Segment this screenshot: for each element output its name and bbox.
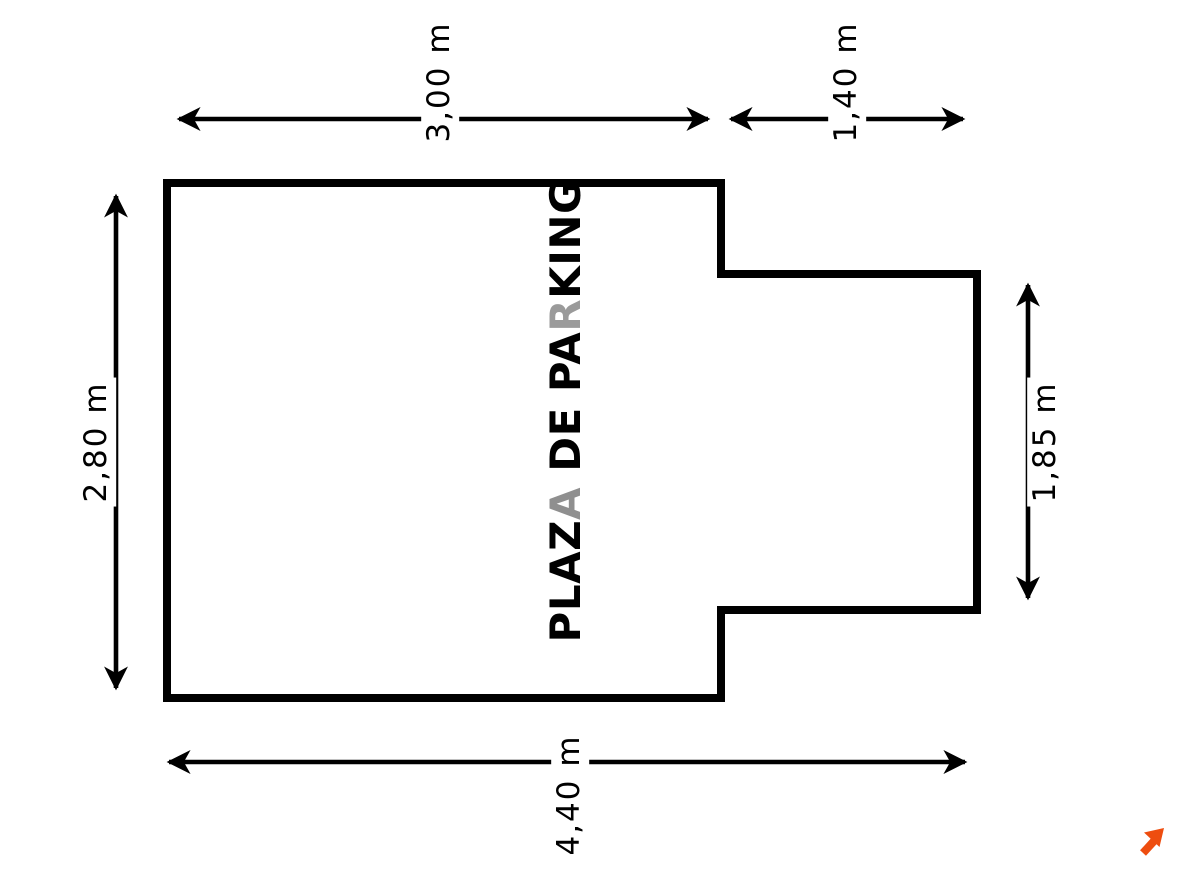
title-segment: DE PA — [540, 331, 590, 487]
parking-space-outline — [163, 179, 981, 702]
title-segment-grey: R — [540, 298, 590, 332]
dim-label-top-left-width: 3,00 m — [421, 17, 459, 147]
dim-label-bottom-width: 4,40 m — [551, 730, 589, 860]
title-segment: PLAZ — [540, 519, 590, 643]
title-segment-grey: A — [540, 486, 590, 520]
dim-label-top-right-width: 1,40 m — [828, 17, 866, 147]
dim-label-left-height: 2,80 m — [78, 377, 116, 507]
parking-space-title: PLAZA DE PARKING — [500, 179, 632, 703]
expand-arrow-icon[interactable] — [1140, 828, 1164, 856]
dim-label-right-height: 1,85 m — [1027, 377, 1065, 507]
title-segment: KING — [540, 179, 590, 299]
